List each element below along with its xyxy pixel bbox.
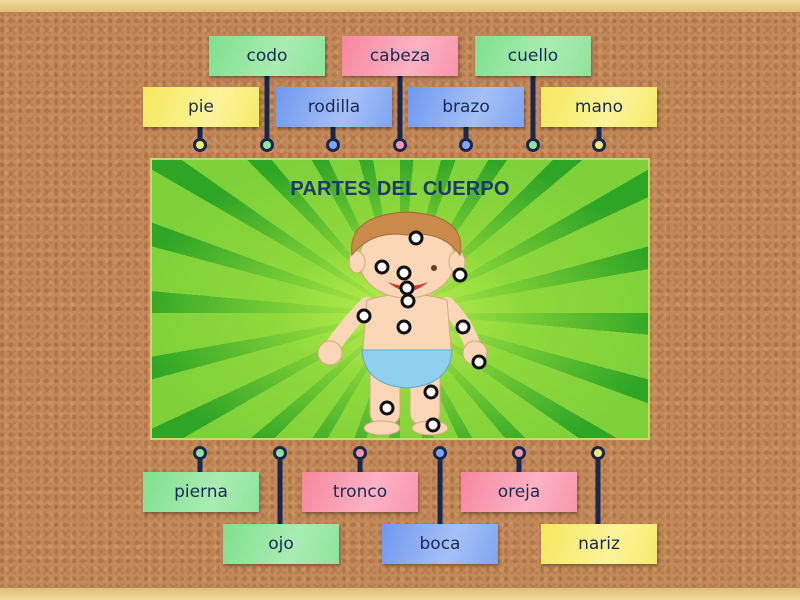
label-cabeza[interactable]: cabeza bbox=[342, 36, 458, 76]
pin-pie bbox=[193, 138, 207, 152]
stem-rodilla bbox=[330, 126, 336, 144]
pin-nariz bbox=[591, 446, 605, 460]
label-nariz[interactable]: nariz bbox=[541, 524, 657, 564]
label-cuello[interactable]: cuello bbox=[475, 36, 591, 76]
label-rodilla[interactable]: rodilla bbox=[276, 87, 392, 127]
pin-pierna bbox=[193, 446, 207, 460]
pin-codo bbox=[260, 138, 274, 152]
label-text: pie bbox=[188, 97, 214, 117]
hotspot-cabeza[interactable] bbox=[408, 230, 424, 246]
label-brazo[interactable]: brazo bbox=[408, 87, 524, 127]
pin-cuello bbox=[526, 138, 540, 152]
label-text: boca bbox=[419, 534, 461, 554]
stem-tronco bbox=[357, 456, 363, 472]
hotspot-nariz[interactable] bbox=[396, 265, 412, 281]
stem-nariz bbox=[595, 456, 601, 524]
pin-boca bbox=[433, 446, 447, 460]
hotspot-pierna[interactable] bbox=[379, 400, 395, 416]
pin-brazo bbox=[459, 138, 473, 152]
label-text: cabeza bbox=[369, 46, 431, 66]
hotspot-tronco[interactable] bbox=[396, 319, 412, 335]
pin-oreja bbox=[512, 446, 526, 460]
label-text: codo bbox=[246, 46, 288, 66]
stem-ojo bbox=[277, 456, 283, 524]
pin-ojo bbox=[273, 446, 287, 460]
label-boca[interactable]: boca bbox=[382, 524, 498, 564]
hotspot-ojo[interactable] bbox=[374, 259, 390, 275]
pin-rodilla bbox=[326, 138, 340, 152]
stem-mano bbox=[596, 126, 602, 144]
label-text: pierna bbox=[174, 482, 228, 502]
label-text: tronco bbox=[332, 482, 388, 502]
board-frame-top bbox=[0, 0, 800, 13]
label-codo[interactable]: codo bbox=[209, 36, 325, 76]
hotspot-oreja[interactable] bbox=[452, 267, 468, 283]
hotspot-cuello[interactable] bbox=[400, 293, 416, 309]
hotspot-codo[interactable] bbox=[455, 319, 471, 335]
label-pierna[interactable]: pierna bbox=[143, 472, 259, 512]
board-frame-bottom bbox=[0, 587, 800, 600]
label-text: brazo bbox=[442, 97, 490, 117]
hotspot-rodilla[interactable] bbox=[423, 384, 439, 400]
stem-oreja bbox=[516, 456, 522, 472]
pin-cabeza bbox=[393, 138, 407, 152]
label-pie[interactable]: pie bbox=[143, 87, 259, 127]
label-text: nariz bbox=[578, 534, 620, 554]
stem-codo bbox=[264, 76, 270, 144]
hotspot-mano[interactable] bbox=[471, 354, 487, 370]
stem-cabeza bbox=[397, 76, 403, 144]
pin-tronco bbox=[353, 446, 367, 460]
stem-cuello bbox=[530, 76, 536, 144]
stem-pie bbox=[197, 126, 203, 144]
child-illustration bbox=[317, 211, 488, 436]
label-text: rodilla bbox=[307, 97, 361, 117]
stem-boca bbox=[437, 456, 443, 524]
label-text: ojo bbox=[268, 534, 294, 554]
label-ojo[interactable]: ojo bbox=[223, 524, 339, 564]
stem-brazo bbox=[463, 126, 469, 144]
pin-mano bbox=[592, 138, 606, 152]
hotspot-brazo[interactable] bbox=[356, 308, 372, 324]
hotspot-pie[interactable] bbox=[425, 417, 441, 433]
label-oreja[interactable]: oreja bbox=[461, 472, 577, 512]
picture-title: PARTES DEL CUERPO bbox=[290, 178, 510, 200]
label-tronco[interactable]: tronco bbox=[302, 472, 418, 512]
label-text: mano bbox=[574, 97, 624, 117]
stem-pierna bbox=[197, 456, 203, 472]
label-text: cuello bbox=[507, 46, 559, 66]
label-text: oreja bbox=[497, 482, 541, 502]
label-mano[interactable]: mano bbox=[541, 87, 657, 127]
body-parts-picture: PARTES DEL CUERPO bbox=[150, 158, 650, 440]
